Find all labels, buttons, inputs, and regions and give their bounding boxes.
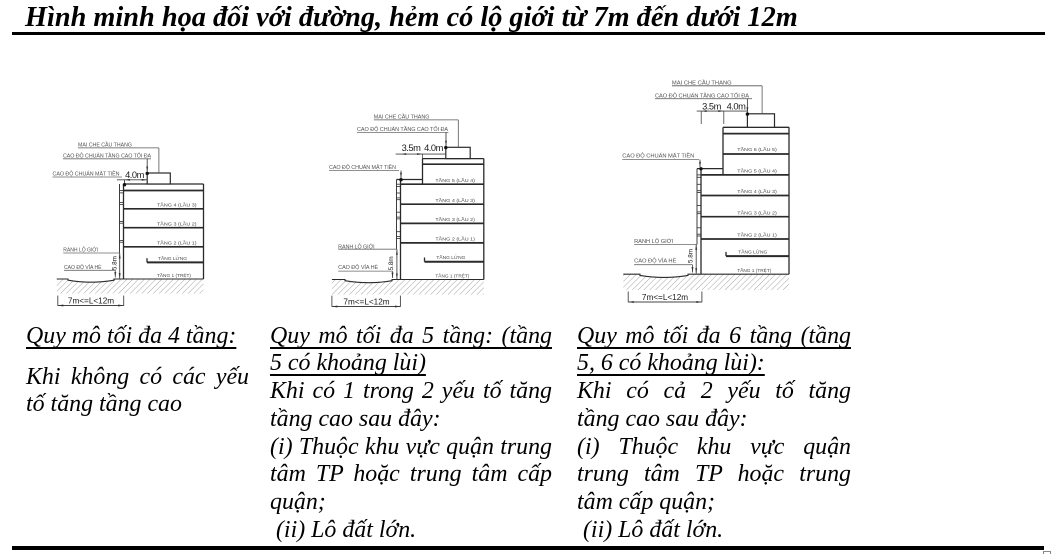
svg-text:RANH LỘ GIỚI: RANH LỘ GIỚI	[634, 238, 673, 245]
svg-text:MAI CHE CẦU THANG: MAI CHE CẦU THANG	[672, 79, 732, 86]
svg-text:TẦNG 3 (LẦU 2): TẦNG 3 (LẦU 2)	[157, 220, 197, 226]
svg-text:TẦNG 2 (LẦU 1): TẦNG 2 (LẦU 1)	[737, 232, 777, 238]
svg-text:TẦNG LỬNG: TẦNG LỬNG	[158, 255, 188, 261]
svg-text:TẦNG 1 (TRỆT): TẦNG 1 (TRỆT)	[737, 266, 772, 273]
svg-text:MAI CHE CẦU THANG: MAI CHE CẦU THANG	[374, 114, 430, 121]
svg-text:TẦNG 2 (LẦU 1): TẦNG 2 (LẦU 1)	[435, 236, 475, 242]
svg-text:CAO ĐỘ CHUẨN TẦNG CAO TỐI ĐA: CAO ĐỘ CHUẨN TẦNG CAO TỐI ĐA	[63, 153, 152, 160]
svg-text:CAO ĐỘ CHUẨN MẶT TIỀN: CAO ĐỘ CHUẨN MẶT TIỀN	[329, 164, 396, 171]
svg-text:4.0m: 4.0m	[125, 170, 145, 180]
svg-text:4.0m: 4.0m	[727, 101, 747, 111]
svg-text:TẦNG 6 (LẦU 5): TẦNG 6 (LẦU 5)	[737, 146, 777, 152]
svg-text:4.0m: 4.0m	[424, 143, 444, 153]
svg-text:CAO ĐỘ VỈA HÈ: CAO ĐỘ VỈA HÈ	[634, 258, 677, 265]
svg-text:CAO ĐỘ VỈA HÈ: CAO ĐỘ VỈA HÈ	[338, 264, 379, 271]
svg-text:5.8m: 5.8m	[688, 249, 695, 263]
svg-text:TẦNG 5 (LẦU 4): TẦNG 5 (LẦU 4)	[435, 177, 475, 183]
svg-text:TẦNG 4 (LẦU 3): TẦNG 4 (LẦU 3)	[737, 188, 777, 194]
svg-text:CAO ĐỘ CHUẨN TẦNG CAO TỐI ĐA: CAO ĐỘ CHUẨN TẦNG CAO TỐI ĐA	[357, 126, 449, 133]
svg-text:TẦNG 3 (LẦU 2): TẦNG 3 (LẦU 2)	[435, 216, 475, 222]
svg-text:7m<=L<12m: 7m<=L<12m	[343, 297, 389, 306]
svg-text:5.8m: 5.8m	[388, 256, 395, 270]
svg-text:TẦNG 2 (LẦU 1): TẦNG 2 (LẦU 1)	[157, 239, 197, 245]
svg-text:MAI CHE CẦU THANG: MAI CHE CẦU THANG	[78, 142, 132, 149]
svg-text:CAO ĐỘ CHUẨN MẶT TIỀN: CAO ĐỘ CHUẨN MẶT TIỀN	[53, 171, 120, 178]
svg-text:TẦNG 1 (TRỆT): TẦNG 1 (TRỆT)	[435, 271, 470, 278]
svg-text:TẦNG LỬNG: TẦNG LỬNG	[436, 254, 466, 260]
svg-text:TẦNG LỬNG: TẦNG LỬNG	[738, 249, 768, 255]
svg-text:TẦNG 3 (LẦU 2): TẦNG 3 (LẦU 2)	[737, 209, 777, 215]
svg-text:CAO ĐỘ CHUẨN MẶT TIỀN: CAO ĐỘ CHUẨN MẶT TIỀN	[622, 153, 694, 160]
svg-text:TẦNG 4 (LẦU 3): TẦNG 4 (LẦU 3)	[435, 197, 475, 203]
svg-text:5.8m: 5.8m	[111, 256, 118, 270]
svg-text:7m<=L<12m: 7m<=L<12m	[642, 293, 688, 302]
svg-text:TẦNG 1 (TRỆT): TẦNG 1 (TRỆT)	[157, 271, 192, 278]
svg-text:TẦNG 5 (LẦU 4): TẦNG 5 (LẦU 4)	[737, 167, 777, 173]
svg-text:RANH LỘ GIỚI: RANH LỘ GIỚI	[338, 243, 374, 250]
svg-text:CAO ĐỘ CHUẨN TẦNG CAO TỐI ĐA: CAO ĐỘ CHUẨN TẦNG CAO TỐI ĐA	[655, 92, 750, 99]
svg-text:CAO ĐỘ VỈA HÈ: CAO ĐỘ VỈA HÈ	[64, 264, 102, 271]
svg-text:3.5m: 3.5m	[402, 143, 422, 153]
svg-text:TẦNG 4 (LẦU 3): TẦNG 4 (LẦU 3)	[157, 201, 197, 207]
svg-text:RANH LỘ GIỚI: RANH LỘ GIỚI	[63, 247, 98, 254]
svg-text:3.5m: 3.5m	[702, 101, 722, 111]
svg-text:7m<=L<12m: 7m<=L<12m	[68, 296, 114, 305]
